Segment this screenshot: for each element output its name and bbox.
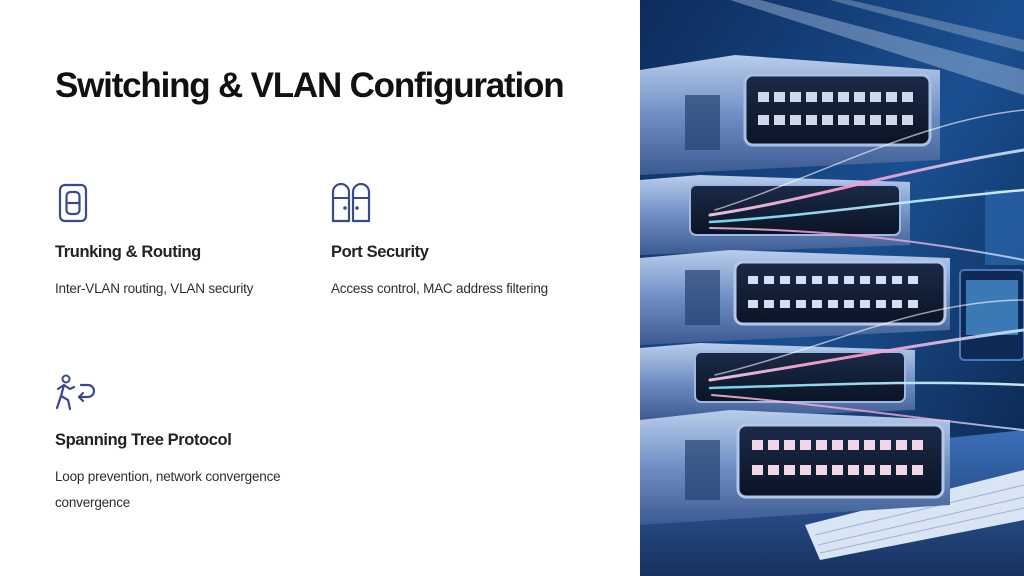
person-loop-icon: [55, 374, 95, 411]
feature-description: Inter-VLAN routing, VLAN security: [55, 281, 254, 296]
feature-title: Port Security: [331, 243, 429, 261]
fiber-cables: [708, 109, 1024, 431]
feature-description: Access control, MAC address filtering: [331, 281, 548, 296]
switch-unit-4: [640, 343, 915, 420]
switch-unit-1: [640, 55, 940, 175]
network-switch-illustration: [640, 0, 1024, 576]
feature-title: Spanning Tree Protocol: [55, 431, 232, 449]
slide-title: Switching & VLAN Configuration: [55, 66, 565, 105]
feature-description: Loop prevention, network convergence con…: [55, 469, 281, 510]
port-doors-icon: [331, 183, 371, 223]
feature-title: Trunking & Routing: [55, 243, 201, 261]
switch-device-icon: [58, 183, 88, 223]
feature-spanning-tree: Spanning Tree Protocol Loop prevention, …: [55, 374, 325, 510]
hero-image: [640, 0, 1024, 576]
switch-unit-2: [640, 175, 910, 255]
feature-trunking-routing: Trunking & Routing Inter-VLAN routing, V…: [55, 183, 325, 296]
feature-port-security: Port Security Access control, MAC addres…: [331, 183, 601, 296]
